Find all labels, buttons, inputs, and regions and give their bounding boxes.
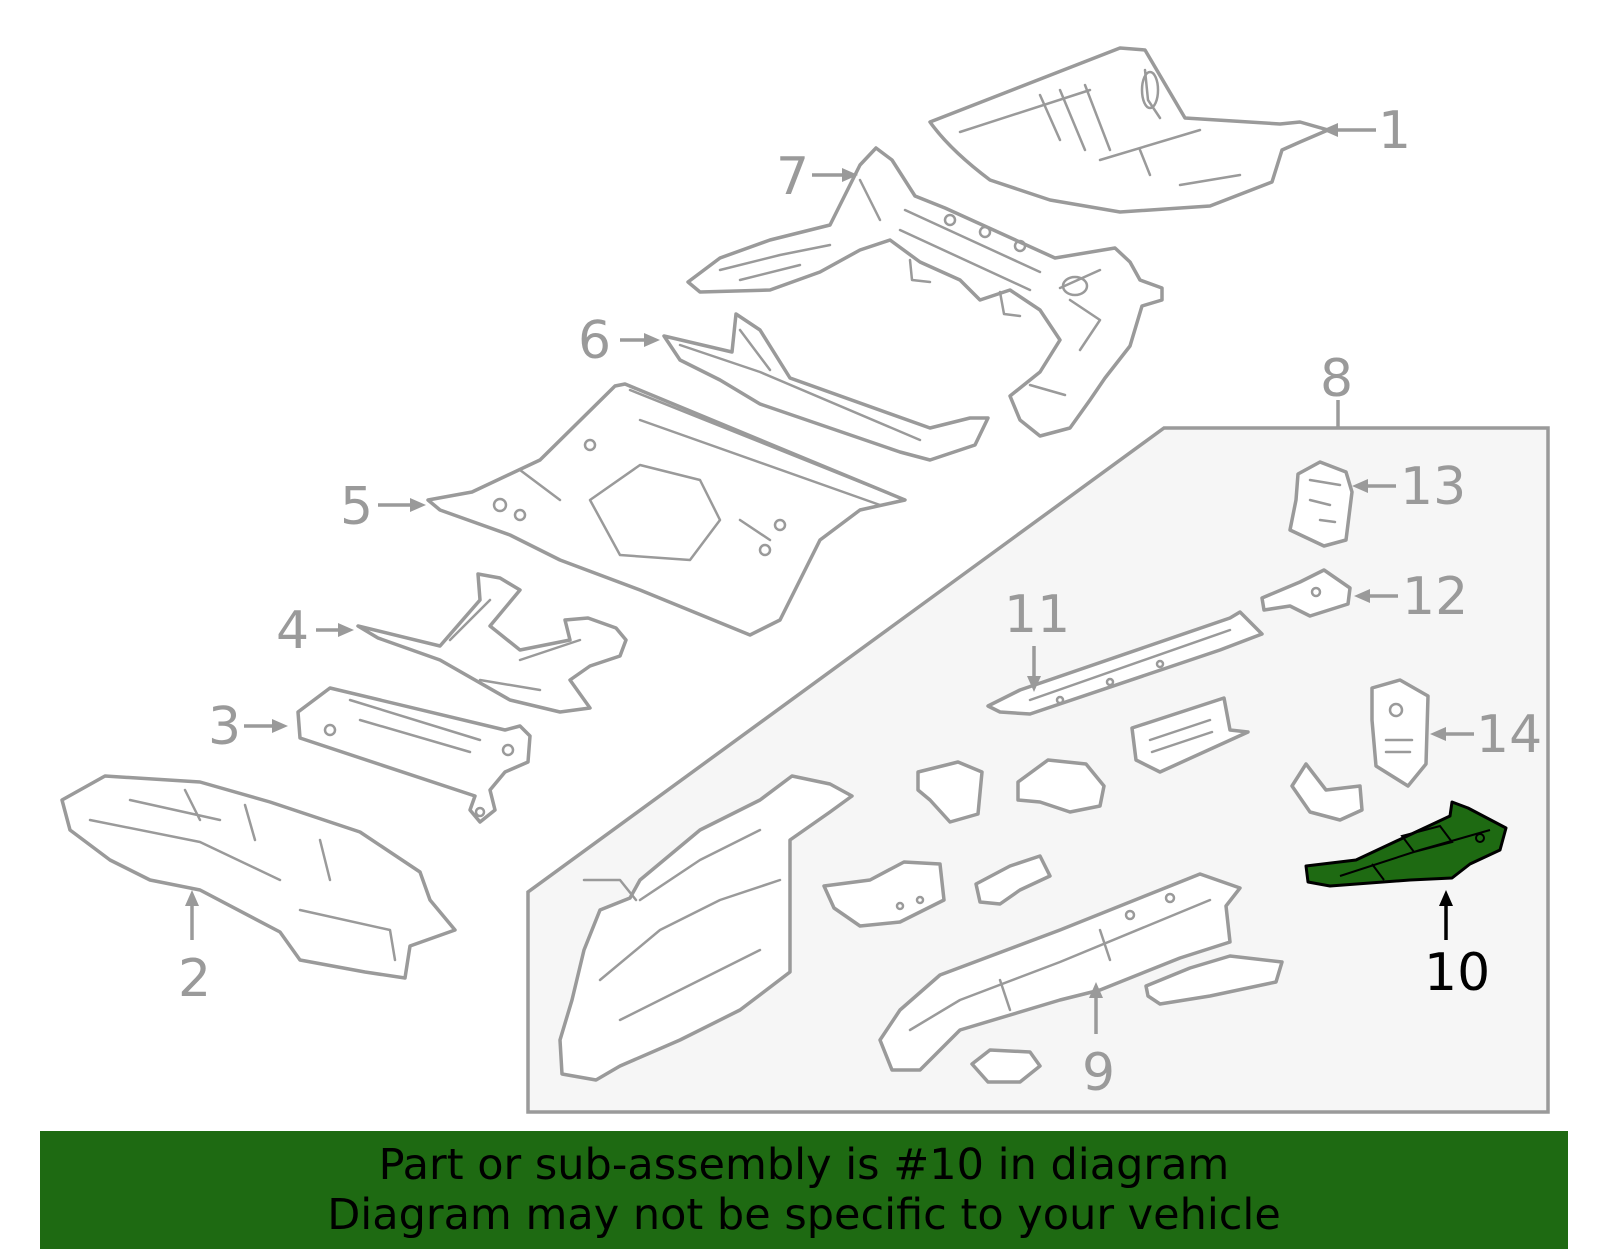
- callout-13: 13: [1352, 457, 1466, 517]
- part-9-side-member[interactable]: [878, 872, 1242, 1072]
- part-5-front-floor-pan[interactable]: [426, 382, 907, 637]
- banner-line-1: Part or sub-assembly is #10 in diagram: [378, 1140, 1230, 1190]
- callout-14-label: 14: [1476, 705, 1542, 765]
- callout-10: 10: [1424, 890, 1490, 1003]
- part-12-plate[interactable]: [1260, 568, 1352, 618]
- parts-diagram: 1 7 6 5 4: [60, 46, 1550, 1114]
- part-bracket-e: [822, 860, 946, 928]
- part-inner-panel: [558, 774, 854, 1082]
- callout-2: 2: [178, 890, 211, 1009]
- callout-1-label: 1: [1378, 101, 1411, 161]
- info-banner: Part or sub-assembly is #10 in diagram D…: [40, 1131, 1568, 1249]
- part-bracket-b: [916, 760, 984, 824]
- part-13-bracket[interactable]: [1288, 460, 1354, 548]
- callout-13-label: 13: [1400, 457, 1466, 517]
- part-1-rear-floor-pan[interactable]: [928, 46, 1330, 214]
- part-bracket-g: [1144, 954, 1284, 1006]
- callout-5: 5: [340, 477, 426, 537]
- part-bracket-a: [1130, 696, 1250, 774]
- callout-2-label: 2: [178, 949, 211, 1009]
- callout-7: 7: [776, 147, 858, 207]
- callout-7-label: 7: [776, 147, 809, 207]
- part-10-highlighted[interactable]: [1304, 800, 1508, 888]
- callout-14: 14: [1430, 705, 1542, 765]
- callout-11-label: 11: [1004, 585, 1070, 645]
- part-bracket-d: [1290, 762, 1364, 822]
- callout-9-label: 9: [1082, 1043, 1115, 1103]
- callout-4: 4: [276, 601, 354, 661]
- callout-10-label: 10: [1424, 943, 1490, 1003]
- callout-11: 11: [1004, 585, 1070, 692]
- callout-1: 1: [1322, 101, 1411, 161]
- part-3-reinforcement[interactable]: [296, 686, 532, 824]
- callout-12-label: 12: [1402, 567, 1468, 627]
- part-11-rail[interactable]: [986, 610, 1264, 716]
- callout-3: 3: [208, 697, 288, 757]
- part-6-floor-rail[interactable]: [662, 312, 990, 462]
- callout-9: 9: [1082, 982, 1115, 1103]
- part-4-brace[interactable]: [356, 572, 628, 714]
- callout-8-label: 8: [1320, 349, 1353, 409]
- callout-6-label: 6: [578, 311, 611, 371]
- banner-line-2: Diagram may not be specific to your vehi…: [327, 1190, 1281, 1240]
- callout-5-label: 5: [340, 477, 373, 537]
- part-2-tunnel[interactable]: [60, 774, 457, 980]
- callout-6: 6: [578, 311, 660, 371]
- part-bracket-f: [974, 854, 1052, 906]
- part-14-bracket[interactable]: [1370, 678, 1430, 788]
- callout-12: 12: [1354, 567, 1468, 627]
- callout-3-label: 3: [208, 697, 241, 757]
- callout-4-label: 4: [276, 601, 309, 661]
- part-grommet: [970, 1048, 1042, 1084]
- part-7-crossmember[interactable]: [686, 146, 1164, 438]
- part-bracket-c: [1016, 758, 1106, 814]
